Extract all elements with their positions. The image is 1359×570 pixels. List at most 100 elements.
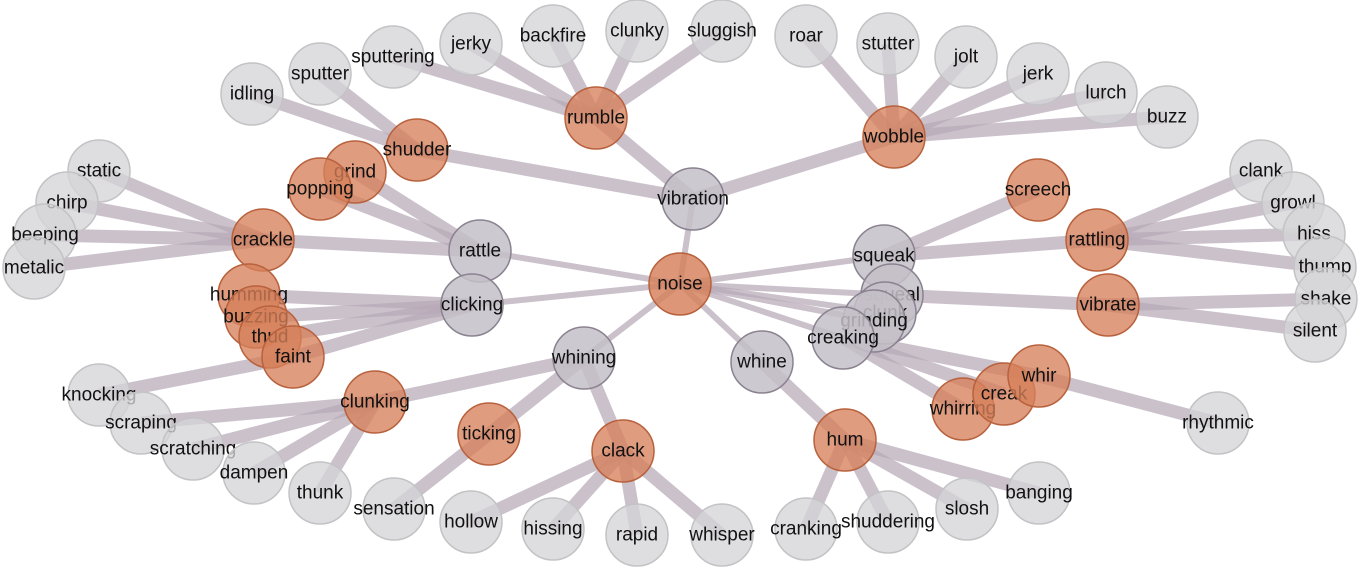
node-label-jerky: jerky <box>450 34 492 55</box>
edge-rumble-sputtering <box>391 50 598 125</box>
node-ticking: ticking <box>457 402 521 466</box>
node-label-whine: whine <box>736 352 787 373</box>
node-label-hissing: hissing <box>523 519 582 540</box>
node-rumble: rumble <box>564 86 628 150</box>
node-circle-hum <box>813 408 877 472</box>
node-label-shudder: shudder <box>383 140 452 161</box>
node-label-scratching: scratching <box>150 439 237 460</box>
node-label-creaking: creaking <box>807 328 879 349</box>
node-circle-hollow <box>439 490 503 554</box>
node-roar: roar <box>774 4 838 68</box>
node-circle-faint <box>261 325 325 389</box>
node-whine: whine <box>730 330 794 394</box>
node-whisper: whisper <box>688 503 755 567</box>
node-label-scraping: scraping <box>105 413 177 434</box>
node-jerky: jerky <box>439 12 503 76</box>
node-thunk: thunk <box>288 461 352 525</box>
node-label-rhythmic: rhythmic <box>1182 413 1254 434</box>
node-circle-scratching <box>161 417 225 481</box>
edge-noise-squeal <box>679 281 893 298</box>
node-hissing: hissing <box>521 497 585 561</box>
node-jerk: jerk <box>1006 42 1070 106</box>
node-circle-jolt <box>934 25 998 89</box>
node-label-thunk: thunk <box>297 483 344 504</box>
edge-vibrate-silent <box>1107 298 1316 338</box>
node-stutter: stutter <box>856 12 920 76</box>
node-label-sputter: sputter <box>291 64 350 85</box>
node-circle-vibrate <box>1076 273 1140 337</box>
node-circle-vibration <box>661 167 725 231</box>
node-label-sensation: sensation <box>353 499 434 520</box>
node-idling: idling <box>220 62 284 126</box>
node-sputter: sputter <box>288 42 352 106</box>
node-circle-clack <box>591 419 655 483</box>
node-label-jolt: jolt <box>953 47 979 68</box>
node-faint: faint <box>261 325 325 389</box>
node-label-knocking: knocking <box>62 385 137 406</box>
node-shuddering: shuddering <box>841 490 935 554</box>
node-label-idling: idling <box>230 84 274 105</box>
node-circle-rapid <box>605 503 669 567</box>
node-circle-rumble <box>564 86 628 150</box>
node-label-whisper: whisper <box>688 525 755 546</box>
edge-noise-clicking <box>471 281 681 308</box>
node-label-backfire: backfire <box>520 26 587 47</box>
edge-noise-rattle <box>479 248 681 287</box>
edge-rattling-thump <box>1096 233 1326 274</box>
node-popping: popping <box>286 157 354 221</box>
node-label-vibrate: vibrate <box>1079 295 1136 316</box>
node-cranking: cranking <box>770 497 842 561</box>
node-clunking: clunking <box>340 370 410 434</box>
node-label-clicking: clicking <box>441 295 503 316</box>
node-circle-hissing <box>521 497 585 561</box>
node-sensation: sensation <box>353 477 435 541</box>
edge-squeal-vibrate <box>891 288 1109 312</box>
node-rapid: rapid <box>605 503 669 567</box>
node-circle-noise <box>648 252 712 316</box>
node-vibration: vibration <box>657 167 729 231</box>
node-label-rapid: rapid <box>616 525 658 546</box>
node-metalic: metalic <box>2 236 66 300</box>
node-circle-jerk <box>1006 42 1070 106</box>
node-label-clunky: clunky <box>610 21 664 42</box>
node-hollow: hollow <box>439 490 503 554</box>
node-circle-screech <box>1006 158 1070 222</box>
node-label-jerk: jerk <box>1022 64 1054 85</box>
node-label-wobble: wobble <box>863 127 924 148</box>
node-label-whining: whining <box>551 348 616 369</box>
node-label-silent: silent <box>1293 321 1338 342</box>
node-clicking: clicking <box>440 273 504 337</box>
node-label-slosh: slosh <box>945 499 989 520</box>
node-label-stutter: stutter <box>862 34 915 55</box>
node-screech: screech <box>1005 158 1071 222</box>
node-creaking: creaking <box>807 306 879 370</box>
node-sluggish: sluggish <box>687 0 757 63</box>
node-whir: whir <box>1007 344 1071 408</box>
node-circle-stutter <box>856 12 920 76</box>
node-label-rumble: rumble <box>567 108 625 129</box>
node-label-roar: roar <box>789 26 823 47</box>
node-label-noise: noise <box>657 274 702 295</box>
node-rhythmic: rhythmic <box>1182 391 1254 455</box>
node-circle-whine <box>730 330 794 394</box>
node-silent: silent <box>1283 299 1347 363</box>
node-clack: clack <box>591 419 655 483</box>
node-rattling: rattling <box>1065 208 1129 272</box>
edge-rattle-crackle <box>262 233 481 258</box>
node-scratching: scratching <box>150 417 237 481</box>
node-backfire: backfire <box>520 4 587 68</box>
node-circle-metalic <box>2 236 66 300</box>
node-rattle: rattle <box>448 219 512 283</box>
node-whining: whining <box>551 326 616 390</box>
node-circle-banging <box>1007 461 1071 525</box>
node-circle-idling <box>220 62 284 126</box>
node-circle-whining <box>552 326 616 390</box>
node-circle-cranking <box>774 497 838 561</box>
node-label-clunking: clunking <box>340 392 410 413</box>
node-label-sputtering: sputtering <box>351 47 434 68</box>
node-label-clack: clack <box>601 441 645 462</box>
node-label-buzz: buzz <box>1147 107 1187 128</box>
node-circle-rattling <box>1065 208 1129 272</box>
